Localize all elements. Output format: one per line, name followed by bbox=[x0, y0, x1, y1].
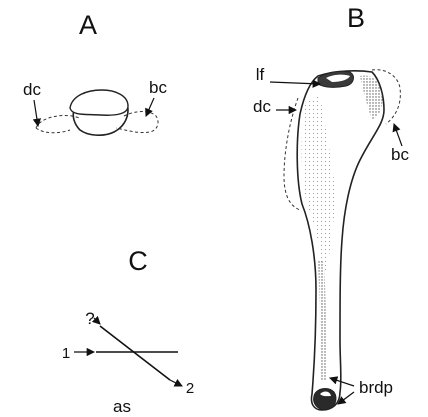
panel-c-two-arrow bbox=[170, 380, 182, 386]
panel-c-caption: as bbox=[113, 397, 131, 416]
panel-b-dc-label: dc bbox=[253, 97, 271, 116]
panel-b-bc-arrow bbox=[394, 124, 402, 146]
panel-b-lf-label: lf bbox=[256, 65, 265, 84]
panel-b: B lf dc bc brdp bbox=[253, 3, 409, 410]
panel-c-letter: C bbox=[128, 246, 148, 276]
panel-c-diagonal-line bbox=[100, 326, 170, 380]
panel-b-letter: B bbox=[347, 3, 365, 33]
panel-c-question-arrow bbox=[94, 318, 100, 324]
panel-a-letter: A bbox=[79, 10, 97, 40]
panel-b-bc-label: bc bbox=[391, 145, 409, 164]
panel-c-question-label: ? bbox=[85, 309, 94, 328]
panel-a-articular-cap bbox=[70, 90, 128, 115]
panel-a-dc-label: dc bbox=[23, 80, 41, 99]
panel-b-shaft-dots bbox=[318, 260, 326, 380]
panel-b-brdp-arrow-upper bbox=[330, 378, 354, 386]
panel-b-brdp-label: brdp bbox=[359, 378, 393, 397]
panel-a: A dc bc bbox=[23, 10, 167, 135]
panel-b-bone-shading bbox=[302, 96, 337, 270]
panel-c-two-label: 2 bbox=[186, 380, 194, 397]
panel-c: C ? 1 2 as bbox=[62, 246, 194, 416]
panel-b-cartilage-outline bbox=[284, 70, 400, 210]
panel-a-dc-arrow bbox=[34, 100, 38, 126]
panel-c-one-label: 1 bbox=[62, 345, 70, 362]
panel-a-bc-label: bc bbox=[149, 78, 167, 97]
